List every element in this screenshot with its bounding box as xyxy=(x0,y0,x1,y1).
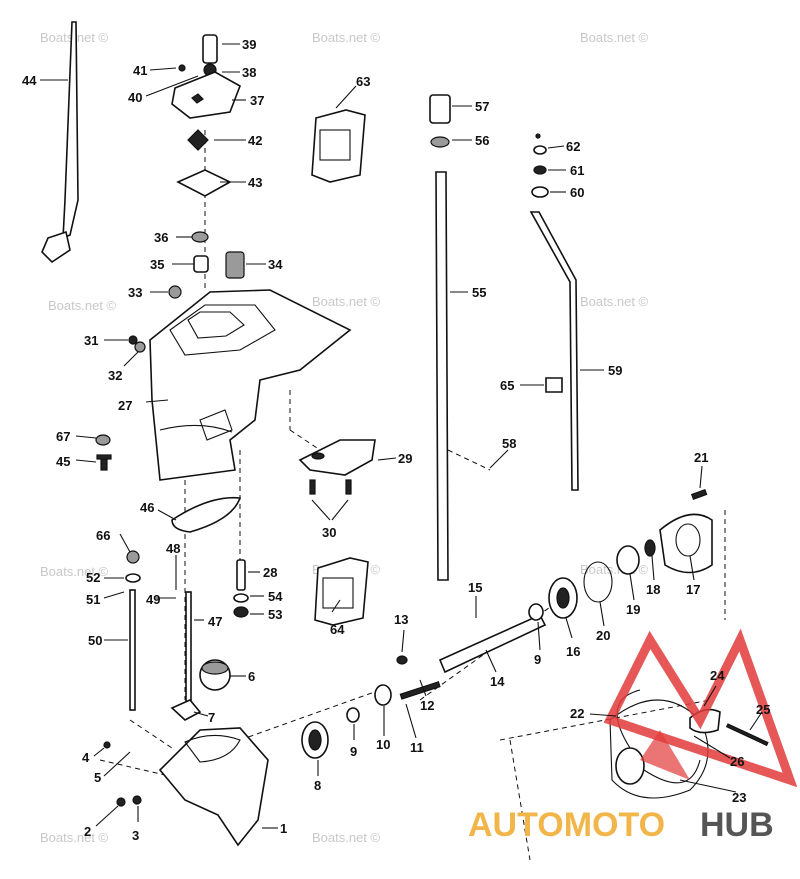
callout-46: 46 xyxy=(140,500,154,515)
callout-18: 18 xyxy=(646,582,660,597)
callout-29: 29 xyxy=(398,451,412,466)
part-shift-rod xyxy=(41,21,79,264)
callout-22: 22 xyxy=(570,706,584,721)
callout-1: 1 xyxy=(280,821,287,836)
callout-43: 43 xyxy=(248,175,262,190)
callout-5: 5 xyxy=(94,770,101,785)
callout-35: 35 xyxy=(150,257,164,272)
callout-44: 44 xyxy=(22,73,37,88)
callout-3: 3 xyxy=(132,828,139,843)
callout-47: 47 xyxy=(208,614,222,629)
part-gasket xyxy=(171,496,242,533)
part-seal-retainer xyxy=(170,659,231,721)
part-cavitation-plate xyxy=(298,439,376,495)
callout-26: 26 xyxy=(730,754,744,769)
watermark: Boats.net © xyxy=(312,830,381,845)
part-driveshaft-housing xyxy=(149,289,352,481)
part-washer-bolt xyxy=(95,434,112,471)
alignment-lines xyxy=(99,130,726,861)
callout-2: 2 xyxy=(84,824,91,839)
watermark: Boats.net © xyxy=(312,294,381,309)
callout-39: 39 xyxy=(242,37,256,52)
callout-16: 16 xyxy=(566,644,580,659)
callout-numbers: 39 38 41 40 37 42 43 44 36 35 34 33 31 3… xyxy=(22,37,770,843)
part-gears xyxy=(301,488,713,759)
callout-62: 62 xyxy=(566,139,580,154)
callout-53: 53 xyxy=(268,607,282,622)
leader-lines xyxy=(40,43,763,829)
callout-28: 28 xyxy=(263,565,277,580)
callout-36: 36 xyxy=(154,230,168,245)
callout-63: 63 xyxy=(356,74,370,89)
callout-8: 8 xyxy=(314,778,321,793)
callout-50: 50 xyxy=(88,633,102,648)
callout-58: 58 xyxy=(502,436,516,451)
callout-17: 17 xyxy=(686,582,700,597)
callout-42: 42 xyxy=(248,133,262,148)
callout-13: 13 xyxy=(394,612,408,627)
callout-37: 37 xyxy=(250,93,264,108)
part-studs xyxy=(125,550,249,711)
callout-9: 9 xyxy=(350,744,357,759)
part-gearcase xyxy=(103,727,269,847)
callout-61: 61 xyxy=(570,163,584,178)
brand-logo: AUTOMOTO HUB xyxy=(468,628,798,844)
callout-21: 21 xyxy=(694,450,708,465)
callout-33: 33 xyxy=(128,285,142,300)
callout-27: 27 xyxy=(118,398,132,413)
watermark: Boats.net © xyxy=(40,564,109,579)
callout-54: 54 xyxy=(268,589,283,604)
part-shift-rod-right xyxy=(529,133,579,491)
callout-9: 9 xyxy=(534,652,541,667)
callout-24: 24 xyxy=(710,668,725,683)
callout-49: 49 xyxy=(146,592,160,607)
callout-40: 40 xyxy=(128,90,142,105)
part-kit-packs xyxy=(311,109,369,626)
callout-25: 25 xyxy=(756,702,770,717)
callout-20: 20 xyxy=(596,628,610,643)
watermark: Boats.net © xyxy=(40,830,109,845)
callout-11: 11 xyxy=(410,740,424,755)
callout-30: 30 xyxy=(322,525,336,540)
callout-65: 65 xyxy=(500,378,514,393)
brand-name: AUTOMOTO xyxy=(468,806,665,844)
callout-59: 59 xyxy=(608,363,622,378)
callout-60: 60 xyxy=(570,185,584,200)
callout-45: 45 xyxy=(56,454,70,469)
part-propeller xyxy=(609,689,769,799)
callout-19: 19 xyxy=(626,602,640,617)
watermark: Boats.net © xyxy=(580,294,649,309)
callout-55: 55 xyxy=(472,285,486,300)
callout-4: 4 xyxy=(82,750,90,765)
callout-15: 15 xyxy=(468,580,482,595)
watermark: Boats.net © xyxy=(48,298,117,313)
callout-51: 51 xyxy=(86,592,100,607)
callout-52: 52 xyxy=(86,570,100,585)
callout-48: 48 xyxy=(166,541,180,556)
part-driveshaft xyxy=(429,94,451,581)
callout-23: 23 xyxy=(732,790,746,805)
callout-34: 34 xyxy=(268,257,283,272)
callout-6: 6 xyxy=(248,669,255,684)
callout-66: 66 xyxy=(96,528,110,543)
callout-56: 56 xyxy=(475,133,489,148)
part-water-pump xyxy=(171,34,241,197)
callout-64: 64 xyxy=(330,622,345,637)
callout-31: 31 xyxy=(84,333,98,348)
watermark: Boats.net © xyxy=(312,30,381,45)
callout-57: 57 xyxy=(475,99,489,114)
callout-41: 41 xyxy=(133,63,147,78)
callout-32: 32 xyxy=(108,368,122,383)
watermark: Boats.net © xyxy=(580,30,649,45)
callout-67: 67 xyxy=(56,429,70,444)
callout-7: 7 xyxy=(208,710,215,725)
callout-38: 38 xyxy=(242,65,256,80)
callout-10: 10 xyxy=(376,737,390,752)
brand-suffix: HUB xyxy=(700,806,774,844)
callout-12: 12 xyxy=(420,698,434,713)
callout-14: 14 xyxy=(490,674,505,689)
